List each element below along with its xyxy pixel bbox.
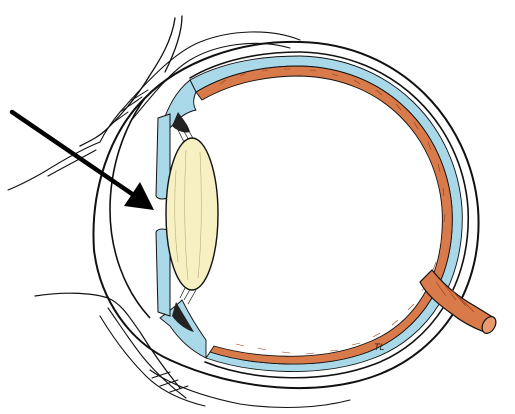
optic-nerve-end (481, 316, 497, 334)
retina-layer (195, 65, 453, 365)
lower-eyelid (34, 292, 351, 409)
retina-texture (219, 68, 446, 355)
ciliary-body-top-dark (172, 112, 190, 133)
sclera-inner (189, 51, 469, 379)
cornea (109, 97, 151, 319)
upper-eyelid (7, 15, 301, 191)
optic-nerve-texture (435, 281, 475, 313)
pointer-arrow (9, 109, 154, 210)
lens (165, 137, 219, 291)
sclera-outer (92, 40, 480, 390)
iris-lower (155, 228, 171, 317)
lens-texture (174, 149, 202, 281)
ciliary-body-bottom (159, 299, 207, 359)
artist-signature: TL (374, 342, 385, 352)
ciliary-body-bottom-dark (172, 302, 194, 332)
